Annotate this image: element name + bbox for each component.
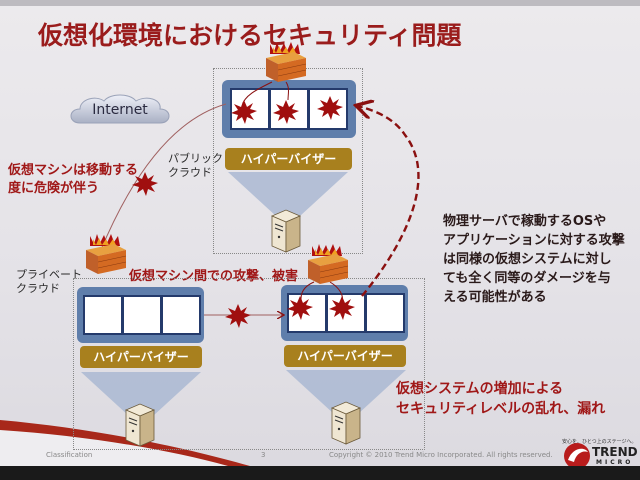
slide-top-bar [0, 0, 640, 6]
internet-cloud-icon [70, 94, 170, 124]
page-number: 3 [261, 451, 266, 459]
decor-swoosh [0, 420, 250, 466]
vm-slot [161, 295, 201, 335]
trend-micro-logo [564, 443, 590, 466]
brand-tagline: 安心を、ひとつ上のステージへ。 [562, 439, 637, 445]
security-statement: 物理サーバで稼動するOSや アプリケーションに対する攻撃 は同様の仮想システムに… [443, 212, 633, 307]
security-level-note: 仮想システムの増加による セキュリティレベルの乱れ、漏れ [396, 379, 605, 419]
vm-migration-risk-line2: 度に危険が伴う [8, 181, 100, 196]
public-cloud-label: パブリック クラウド [168, 152, 223, 180]
statement-line: は同様の仮想システムに対し [443, 252, 612, 267]
public-cloud-label-line2: クラウド [168, 166, 212, 179]
diagram-overlay [85, 41, 420, 447]
brand-subname: MICRO [596, 459, 634, 466]
security-level-note-line: 仮想システムの増加による [396, 381, 564, 397]
statement-line: ても全く同等のダメージを与 [443, 271, 611, 286]
inter-vm-attack-label: 仮想マシン間での攻撃、被害 [129, 269, 299, 284]
statement-line: える可能性がある [443, 290, 547, 305]
vm-migration-risk-line1: 仮想マシンは移動する [8, 163, 139, 178]
hypervisor-private-left: ハイパーバイザー [80, 346, 202, 368]
statement-line: 物理サーバで稼動するOSや [443, 214, 607, 229]
vm-slot [83, 295, 123, 335]
hypervisor-public: ハイパーバイザー [225, 148, 352, 170]
private-cloud-boundary [73, 278, 425, 450]
hypervisor-private-right: ハイパーバイザー [284, 345, 406, 367]
private-cloud-label-line2: クラウド [16, 282, 60, 295]
copyright-text: Copyright © 2010 Trend Micro Incorporate… [329, 451, 553, 459]
private-cloud-label: プライベート クラウド [16, 268, 82, 296]
vm-migration-risk-note: 仮想マシンは移動する 度に危険が伴う [8, 162, 138, 198]
classification-label: Classification [46, 451, 93, 459]
statement-line: アプリケーションに対する攻撃 [443, 233, 625, 248]
security-level-note-line: セキュリティレベルの乱れ、漏れ [396, 401, 606, 417]
presentation-slide: 仮想化環境におけるセキュリティ問題 Internet パブリック クラウド 仮想… [0, 0, 640, 466]
vm-slot [365, 293, 405, 333]
brand-name: TREND [592, 445, 638, 459]
private-cloud-label-line1: プライベート [16, 268, 82, 281]
private-vm-host-left [77, 287, 204, 343]
page-title: 仮想化環境におけるセキュリティ問題 [38, 21, 462, 50]
internet-label: Internet [92, 102, 148, 118]
public-cloud-label-line1: パブリック [168, 152, 223, 165]
